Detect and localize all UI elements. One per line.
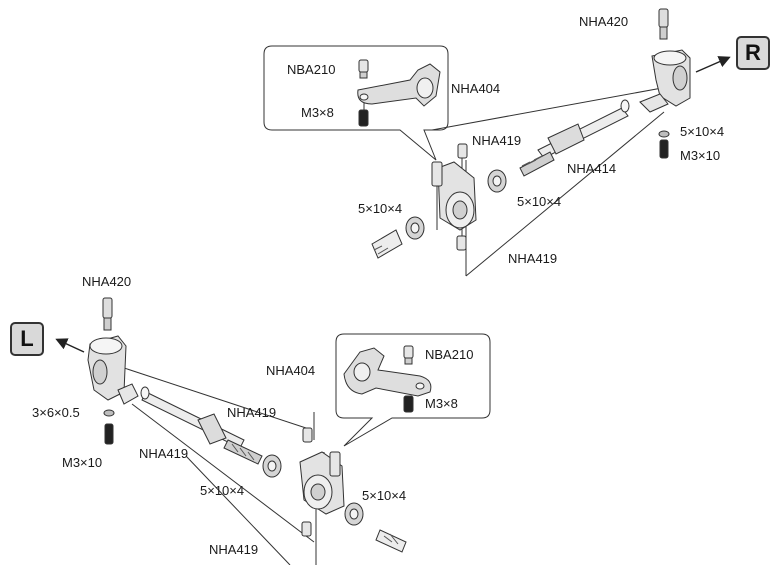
nba210-bolt-icon	[358, 59, 369, 73]
right-bearing-outer-label: 5×10×4	[517, 194, 562, 209]
left-shim-icon	[103, 409, 115, 417]
left-pin-lower-icon	[301, 521, 312, 537]
left-direction-arrow	[55, 338, 85, 353]
left-top-pin-label: NHA420	[82, 274, 132, 289]
left-bearing-outer-label: 5×10×4	[362, 488, 407, 503]
right-callout-screw-label: M3×8	[301, 105, 334, 120]
right-callout-bubble	[263, 45, 449, 161]
right-callout-bolt-label: NBA210	[287, 62, 336, 77]
right-top-pin-label: NHA420	[579, 14, 629, 29]
right-pin-upper-label: NHA419	[472, 133, 522, 148]
right-shim-icon	[658, 130, 670, 138]
right-hub	[371, 143, 507, 259]
left-callout-parts	[343, 345, 432, 413]
right-side-badge: R	[736, 36, 770, 70]
m3x8-screw-icon	[358, 109, 369, 127]
right-callout-arm-label: NHA404	[451, 81, 501, 96]
left-axle-label: NHA419	[139, 446, 189, 461]
m3x8-screw-icon	[403, 395, 414, 413]
left-bearing-inner-label: 5×10×4	[200, 483, 245, 498]
nha420-pin-icon	[102, 297, 113, 319]
nha420-pin-icon	[658, 8, 669, 28]
right-shim-label: 5×10×4	[680, 124, 725, 139]
left-callout-bubble	[335, 333, 491, 447]
left-callout-bolt-label: NBA210	[425, 347, 474, 362]
right-pin-upper-icon	[457, 143, 468, 159]
right-direction-arrow	[695, 56, 731, 73]
right-pin-lower-icon	[456, 235, 467, 251]
nba210-bolt-icon	[403, 345, 414, 359]
right-axle-label: NHA414	[567, 161, 617, 176]
left-pin-upper-icon	[302, 427, 313, 443]
left-assembly	[111, 333, 491, 565]
right-screw-label: M3×10	[680, 148, 721, 163]
left-callout-screw-label: M3×8	[425, 396, 458, 411]
left-pin-upper-label: NHA419	[227, 405, 277, 420]
left-side-badge: L	[10, 322, 44, 356]
left-shim-label: 3×6×0.5	[32, 405, 80, 420]
nha404-arm-icon	[343, 347, 432, 397]
left-m3x10-screw-icon	[104, 423, 114, 445]
right-bearing-inner-label: 5×10×4	[358, 201, 403, 216]
right-m3x10-screw-icon	[659, 139, 669, 159]
right-knuckle-outer	[639, 8, 691, 159]
right-callout-parts	[357, 59, 441, 127]
left-callout-arm-label: NHA404	[266, 363, 316, 378]
left-pin-lower-label: NHA419	[209, 542, 259, 557]
right-axle	[519, 99, 630, 177]
right-pin-lower-label: NHA419	[508, 251, 558, 266]
left-hub	[262, 427, 407, 553]
left-axle	[140, 386, 263, 465]
left-screw-label: M3×10	[62, 455, 103, 470]
left-knuckle-outer	[87, 297, 139, 445]
